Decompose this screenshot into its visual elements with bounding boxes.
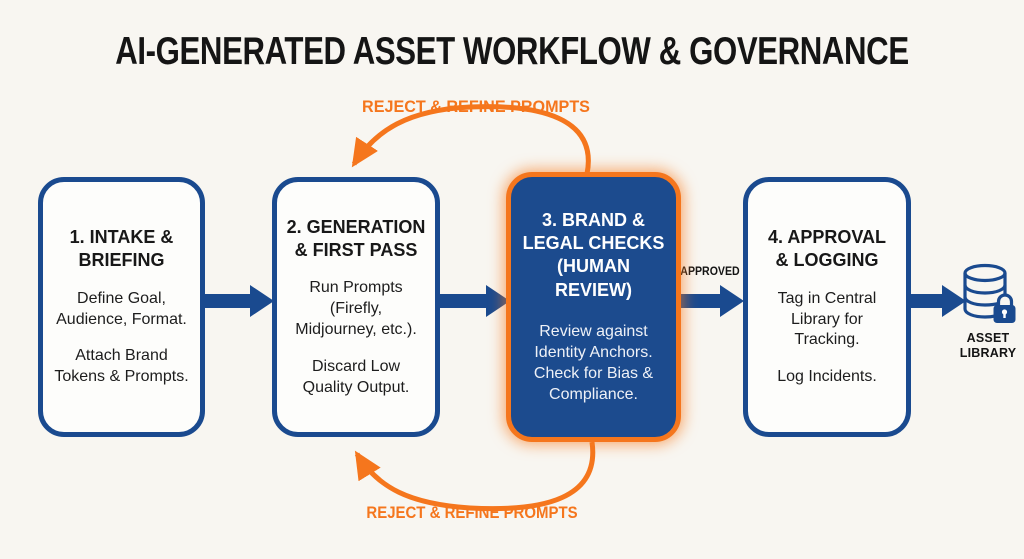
asset-library-label: ASSET LIBRARY xyxy=(959,331,1017,360)
approved-label: APPROVED xyxy=(680,266,740,278)
step-body: Tag in Central Library for Tracking. xyxy=(777,289,877,349)
reject-loop-bottom-label: REJECT & REFINE PROMPTS xyxy=(366,503,578,522)
step-body: Review against Identity Anchors. Check f… xyxy=(533,323,654,403)
step-heading: 3. BRAND & LEGAL CHECKS (HUMAN REVIEW) xyxy=(522,209,665,300)
step-body: Discard Low Quality Output. xyxy=(302,357,410,396)
step-box-intake-briefing: 1. INTAKE & BRIEFING Define Goal, Audien… xyxy=(38,177,205,437)
step-heading: 1. INTAKE & BRIEFING xyxy=(69,227,174,271)
reject-loop-bottom-arrow xyxy=(354,441,596,512)
database-lock-icon xyxy=(963,263,1016,323)
step-body: Run Prompts (Firefly, Midjourney, etc.). xyxy=(295,279,417,338)
step-box-brand-legal-checks: 3. BRAND & LEGAL CHECKS (HUMAN REVIEW) R… xyxy=(506,172,681,442)
step-heading: 4. APPROVAL & LOGGING xyxy=(767,227,887,271)
step-body: Attach Brand Tokens & Prompts. xyxy=(54,347,189,386)
arrow-step2-to-step3 xyxy=(438,285,510,317)
step-body: Log Incidents. xyxy=(777,368,877,386)
asset-library: ASSET LIBRARY xyxy=(948,262,1024,361)
diagram-title: AI-GENERATED ASSET WORKFLOW & GOVERNANCE xyxy=(115,30,909,73)
step-box-generation-first-pass: 2. GENERATION & FIRST PASS Run Prompts (… xyxy=(272,177,440,437)
reject-loop-top-label: REJECT & REFINE PROMPTS xyxy=(362,97,590,116)
step-heading: 2. GENERATION & FIRST PASS xyxy=(286,216,426,260)
arrow-step3-to-step4 xyxy=(680,285,744,317)
step-body: Define Goal, Audience, Format. xyxy=(56,289,187,328)
step-box-approval-logging: 4. APPROVAL & LOGGING Tag in Central Lib… xyxy=(743,177,911,437)
arrow-step1-to-step2 xyxy=(204,285,274,317)
